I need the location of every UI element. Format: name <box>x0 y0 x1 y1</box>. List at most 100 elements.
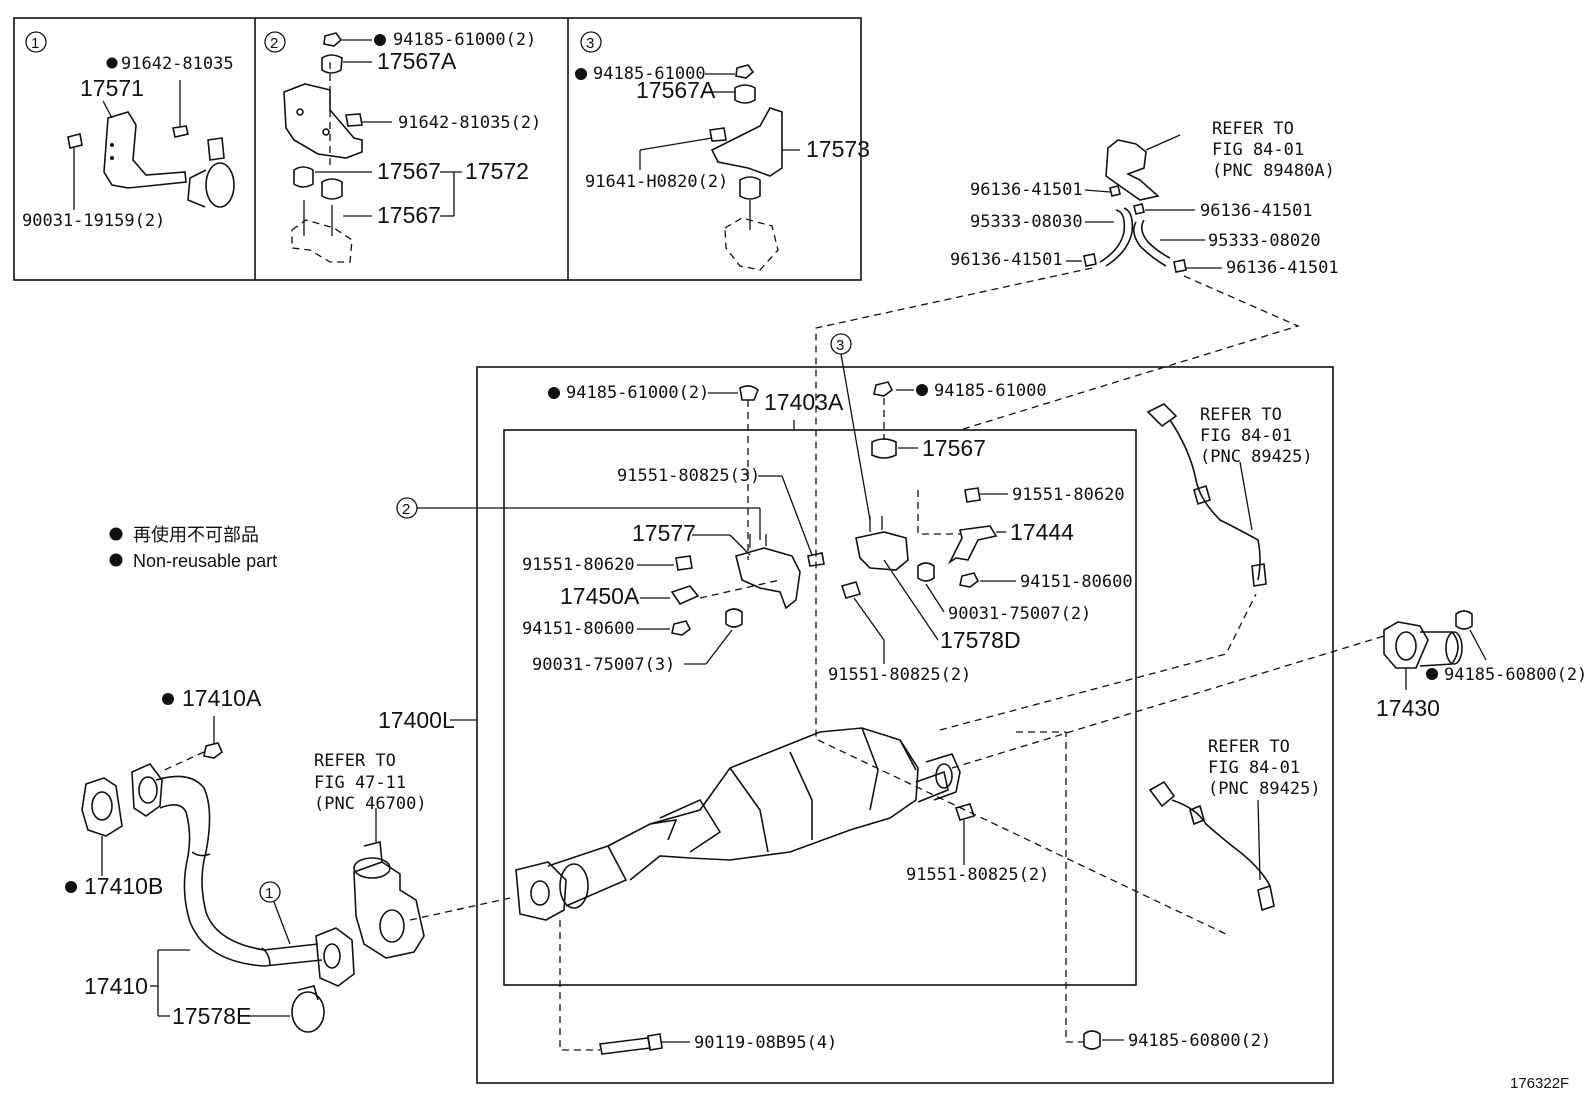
bolt-icon <box>172 125 189 138</box>
cushion-icon <box>871 438 897 459</box>
bracket-17572 <box>283 83 363 159</box>
part-label: 91551-80825(3) <box>617 466 760 486</box>
part-label: 17444 <box>1010 519 1074 545</box>
part-label: 94185-61000(2) <box>393 30 536 50</box>
inset-1: 1 91642-81035 17571 90031-19159(2) <box>22 31 235 231</box>
cushion-icon <box>321 54 343 74</box>
part-label: 91551-80825(2) <box>828 665 971 685</box>
non-reusable-mark <box>374 34 386 46</box>
refer-text: REFER TO <box>1208 737 1290 757</box>
part-label: 96136-41501 <box>1226 258 1339 278</box>
nut-icon <box>959 572 980 588</box>
gasket-icon <box>670 585 700 606</box>
refer-text: REFER TO <box>1200 405 1282 425</box>
bolt-icon <box>964 487 981 503</box>
cushion-icon <box>739 176 761 200</box>
front-pipe-17410: 17410A 17410B 1 17410 17578E <box>65 685 427 1033</box>
catalytic-converter-17400L <box>515 727 961 921</box>
cushion-icon <box>321 178 343 200</box>
inset-1-index: 1 <box>31 35 39 52</box>
o2-sensor-lower: REFER TO FIG 84-01 (PNC 89425) <box>1148 737 1321 912</box>
nut-icon <box>1455 610 1473 630</box>
main-assembly: 17400L 3 2 94185-61000(2) 17403A 94185-6… <box>378 333 1385 1084</box>
clamp-ring <box>205 162 235 208</box>
bolt-icon <box>67 133 83 149</box>
refer-text: REFER TO <box>314 751 396 771</box>
figure-code: 176322F <box>1510 1075 1569 1092</box>
part-label: 94185-61000 <box>934 381 1047 401</box>
part-label: 90031-75007(3) <box>532 655 675 675</box>
non-reusable-mark <box>106 57 118 69</box>
part-label: 17573 <box>806 136 870 162</box>
nut-icon <box>917 562 935 582</box>
inset-3-ref: 3 <box>836 337 844 354</box>
clip-icon <box>1173 259 1187 273</box>
inset-2-ref: 2 <box>402 501 410 518</box>
non-reusable-mark <box>916 384 928 396</box>
part-label: 17578E <box>172 1003 251 1029</box>
part-label: 17567A <box>636 77 716 103</box>
part-label: 17410A <box>182 685 262 711</box>
inset-panel <box>13 17 862 281</box>
hanger-bracket-17578D <box>855 531 909 571</box>
bolt-icon <box>709 127 727 142</box>
bracket-17444 <box>947 525 998 565</box>
part-label: 94185-61000 <box>593 64 706 84</box>
part-label: 17578D <box>940 627 1021 653</box>
inset-3: 3 94185-61000 17567A 17573 91641-H0820(2… <box>575 31 870 271</box>
legend-text: 再使用不可部品 <box>133 525 259 545</box>
part-label: 91551-80825(2) <box>906 865 1049 885</box>
gasket-17410B <box>81 777 123 837</box>
part-label: 95333-08020 <box>1208 231 1321 251</box>
part-label: 90119-08B95(4) <box>694 1033 837 1053</box>
refer-text: FIG 84-01 <box>1212 140 1304 160</box>
refer-text: (PNC 89425) <box>1200 447 1313 467</box>
part-label: 17567A <box>377 48 457 74</box>
refer-text: FIG 84-01 <box>1208 758 1300 778</box>
part-label: 94185-60800(2) <box>1128 1031 1271 1051</box>
nut-icon <box>725 608 743 628</box>
nut-icon <box>203 742 223 759</box>
part-label: 91641-H0820(2) <box>585 172 728 192</box>
inset-1-ref: 1 <box>265 885 273 902</box>
refer-text: FIG 84-01 <box>1200 426 1292 446</box>
hanger-bracket-17577 <box>735 547 801 610</box>
non-reusable-mark <box>575 68 587 80</box>
part-label: 17577 <box>632 520 696 546</box>
part-label: 17567 <box>377 158 441 184</box>
part-label: 17410 <box>84 973 148 999</box>
part-label: 94151-80600 <box>1020 572 1133 592</box>
part-label: 90031-19159(2) <box>22 211 165 231</box>
part-label: 17430 <box>1376 695 1440 721</box>
clip-icon <box>1083 253 1097 267</box>
non-reusable-mark <box>65 881 77 893</box>
part-label: 91642-81035(2) <box>398 113 541 133</box>
pressure-sensor <box>1105 139 1160 201</box>
bolt-icon <box>954 803 976 821</box>
inset-2: 2 94185-61000(2) 17567A 91642-81035(2) 1… <box>264 30 541 263</box>
part-label: 91551-80620 <box>1012 485 1125 505</box>
non-reusable-mark <box>1426 668 1438 680</box>
cushion-icon <box>734 84 756 104</box>
refer-text: (PNC 89480A) <box>1212 161 1335 181</box>
nut-icon <box>1083 1030 1101 1050</box>
tail-pipe-17430: 17430 94185-60800(2) <box>1376 610 1587 721</box>
part-label: 17567 <box>377 202 441 228</box>
legend-text: Non-reusable part <box>133 551 277 571</box>
part-label: 96136-41501 <box>970 180 1083 200</box>
bolt-icon <box>599 1037 651 1055</box>
refer-text: FIG 47-11 <box>314 773 406 793</box>
nut-icon <box>739 385 759 401</box>
refer-text: REFER TO <box>1212 119 1294 139</box>
bolt-icon <box>675 555 693 571</box>
part-label: 17400L <box>378 707 455 733</box>
part-label: 94151-80600 <box>522 619 635 639</box>
part-label: 17571 <box>80 75 144 101</box>
nut-icon <box>873 381 894 397</box>
part-label: 94185-60800(2) <box>1444 665 1587 685</box>
nut-icon <box>671 620 692 636</box>
cushion-icon <box>293 166 314 188</box>
clip-icon <box>1133 203 1145 215</box>
non-reusable-mark <box>548 387 560 399</box>
